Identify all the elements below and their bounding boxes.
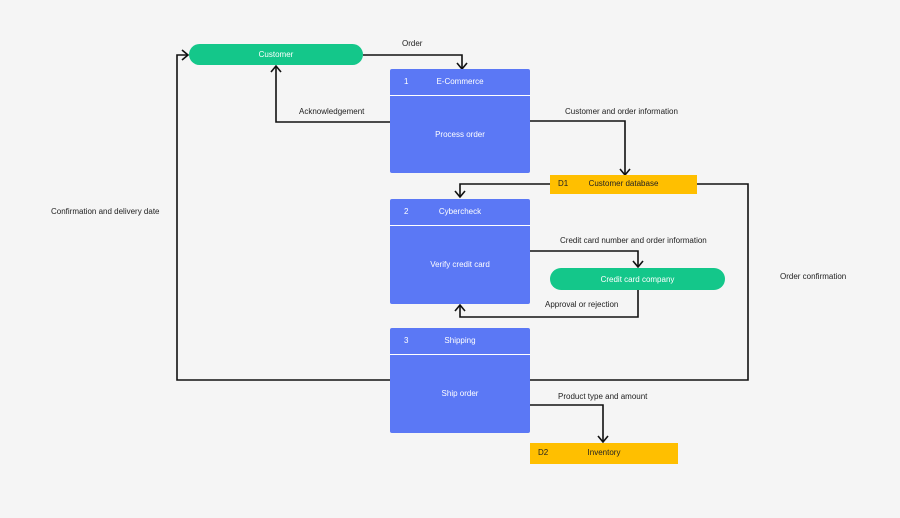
process-description: Verify credit card xyxy=(430,260,490,269)
process-header: 2 Cybercheck xyxy=(390,199,530,226)
process-shipping[interactable]: 3 Shipping Ship order xyxy=(390,328,530,433)
process-header: 3 Shipping xyxy=(390,328,530,355)
process-number: 3 xyxy=(404,336,409,345)
flow-acknowledgement-line xyxy=(275,67,390,123)
process-cybercheck[interactable]: 2 Cybercheck Verify credit card xyxy=(390,199,530,304)
process-number: 1 xyxy=(404,77,409,86)
entity-customer-label: Customer xyxy=(258,50,294,59)
process-description: Ship order xyxy=(441,389,479,398)
flow-confirmation-line xyxy=(176,54,390,381)
flow-customer-order-info-line xyxy=(530,120,626,174)
process-body: Verify credit card xyxy=(390,225,530,304)
flow-label-product-type-amount: Product type and amount xyxy=(558,392,648,401)
flow-cc-number-line xyxy=(530,250,639,266)
process-ecommerce[interactable]: 1 E-Commerce Process order xyxy=(390,69,530,173)
arrowhead-icon xyxy=(632,260,644,269)
store-id: D2 xyxy=(538,448,549,457)
entity-credit-card-company-label: Credit card company xyxy=(600,274,675,284)
process-number: 2 xyxy=(404,207,409,216)
flow-label-customer-order-info: Customer and order information xyxy=(565,107,678,116)
arrowhead-icon xyxy=(597,435,609,444)
process-header: 1 E-Commerce xyxy=(390,69,530,96)
entity-credit-card-company[interactable]: Credit card company xyxy=(550,268,725,290)
process-title: E-Commerce xyxy=(436,77,484,86)
arrowhead-icon xyxy=(454,303,466,312)
flow-label-acknowledgement: Acknowledgement xyxy=(299,107,365,116)
arrowhead-icon xyxy=(454,190,466,199)
entity-customer[interactable]: Customer xyxy=(189,44,363,65)
process-body: Ship order xyxy=(390,354,530,433)
flow-label-order: Order xyxy=(402,39,423,48)
arrowhead-icon xyxy=(181,49,190,61)
store-name: Customer database xyxy=(588,179,659,188)
flow-label-cc-number-order-info: Credit card number and order information xyxy=(560,236,707,245)
flow-approval-line xyxy=(459,290,639,318)
store-name: Inventory xyxy=(587,448,621,457)
arrowhead-icon xyxy=(270,64,282,73)
store-id: D1 xyxy=(558,179,569,188)
process-title: Cybercheck xyxy=(438,207,482,216)
flow-order-confirmation-line xyxy=(530,183,749,381)
flow-label-confirmation-delivery: Confirmation and delivery date xyxy=(51,207,160,216)
flow-label-approval-rejection: Approval or rejection xyxy=(545,300,619,309)
flow-db-to-cybercheck-line xyxy=(459,183,550,196)
process-body: Process order xyxy=(390,95,530,173)
process-description: Process order xyxy=(435,129,485,139)
store-inventory[interactable]: D2 Inventory xyxy=(530,443,678,464)
store-customer-database[interactable]: D1 Customer database xyxy=(550,175,697,194)
process-title: Shipping xyxy=(444,336,476,345)
flow-order-line xyxy=(363,54,463,68)
flow-label-order-confirmation: Order confirmation xyxy=(780,272,847,281)
flow-product-type-line xyxy=(530,404,604,441)
